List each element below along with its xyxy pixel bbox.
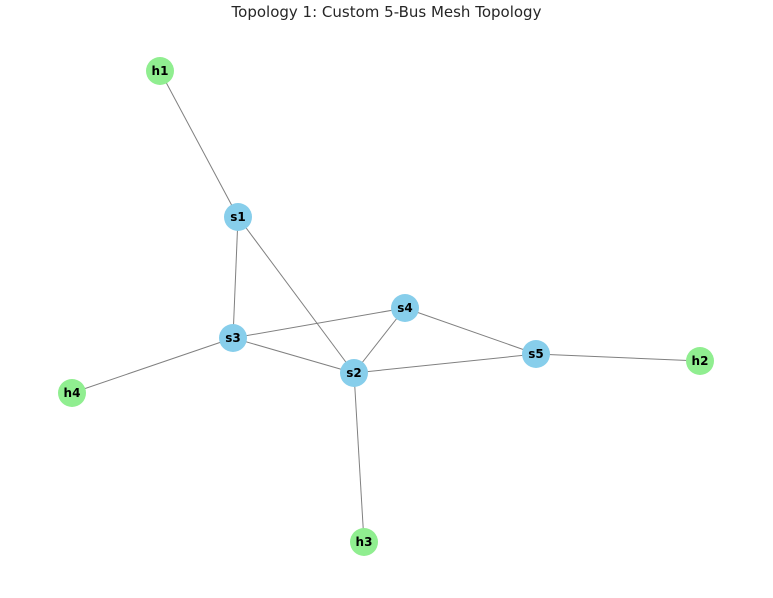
edge-s1-s3 [232,216,239,339]
node-s3: s3 [219,324,247,352]
edge-h1-s1 [159,70,239,218]
node-label: s1 [230,210,246,224]
node-label: h4 [64,386,81,400]
node-s4: s4 [391,294,419,322]
node-label: s4 [397,301,413,315]
node-label: h3 [356,535,373,549]
diagram-title: Topology 1: Custom 5-Bus Mesh Topology [231,3,542,21]
node-label: h1 [152,64,169,78]
host-node-circle [350,528,378,556]
host-node-circle [146,57,174,85]
node-s1: s1 [224,203,252,231]
switch-node-circle [224,203,252,231]
edge-s2-h3 [353,372,365,543]
switch-node-circle [391,294,419,322]
node-h2: h2 [686,347,714,375]
host-node-circle [58,379,86,407]
switch-node-circle [219,324,247,352]
node-s5: s5 [522,340,550,368]
node-label: s2 [346,366,362,380]
nodes-layer: h1 s1 s3 s4 s2 s5 h2 h4 h3 [58,57,714,556]
edge-s1-s2 [237,216,355,374]
node-h1: h1 [146,57,174,85]
edge-s4-s5 [404,307,537,355]
node-label: h2 [692,354,709,368]
node-label: s3 [225,331,241,345]
edges-layer [71,70,701,543]
edge-s2-s5 [353,353,537,374]
edge-s3-s2 [232,337,355,374]
edge-s3-h4 [71,337,234,394]
switch-node-circle [522,340,550,368]
host-node-circle [686,347,714,375]
node-s2: s2 [340,359,368,387]
switch-node-circle [340,359,368,387]
edge-s5-h2 [535,353,701,362]
node-h4: h4 [58,379,86,407]
edge-s3-s4 [232,307,406,339]
node-h3: h3 [350,528,378,556]
node-label: s5 [528,347,544,361]
